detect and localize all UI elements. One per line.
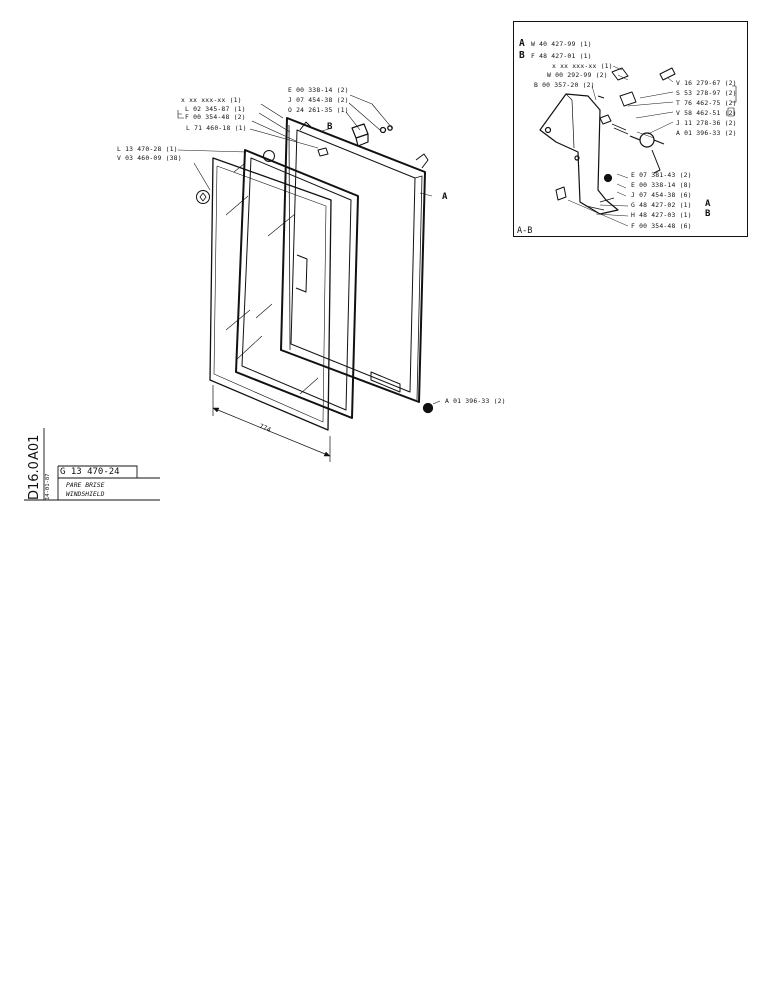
inset-b-part: F 48 427-01 (1) (531, 52, 592, 60)
hinge-part (351, 123, 369, 147)
inset-label-t76: T 76 462-75 (2) (676, 99, 737, 107)
inset-b-letter: B (519, 50, 525, 61)
frame-grip (370, 371, 401, 393)
inset-detail-box (513, 21, 748, 237)
inset-a-letter: A (519, 38, 525, 49)
drawing-code: G 13 470-24 (60, 467, 120, 477)
label-part-generic: x xx xxx-xx (1) (181, 96, 242, 104)
inset-label-v58: V 58 462-51 (2) (676, 109, 737, 117)
inset-ref-b: B (705, 209, 711, 219)
detail-marker-icon (196, 190, 210, 204)
label-part-a01: A 01 396-33 (2) (445, 397, 506, 405)
inset-label-j11: J 11 278-36 (2) (676, 119, 737, 127)
glass-pane (209, 157, 332, 431)
label-part-f00: F 00 354-48 (2) (185, 113, 246, 121)
inset-title: A-B (517, 226, 533, 236)
inset-label-b00: B 00 357-20 (2) (534, 81, 595, 89)
inset-label-s53: S 53 278-97 (2) (676, 89, 737, 97)
label-part-j07: J 07 454-38 (2) (288, 96, 349, 104)
label-part-l13: L 13 470-28 (1) (117, 145, 178, 153)
title-french: PARE BRISE (66, 481, 105, 489)
label-part-l02: L 02 345-87 (1) (185, 105, 246, 113)
inset-label-generic: x xx xxx-xx (1) (552, 62, 613, 70)
inset-label-h48: H 48 427-03 (1) (631, 211, 692, 219)
inset-label-v16: V 16 279-67 (2) (676, 79, 737, 87)
window-frame (280, 117, 426, 403)
ref-b: B (327, 122, 333, 132)
drawing-date: 14-01-87 (45, 473, 51, 501)
glass-handle (295, 254, 308, 293)
inset-label-w00: W 00 292-99 (2) (547, 71, 608, 79)
label-part-o24: O 24 261-35 (1) (288, 106, 349, 114)
seal-frame (235, 149, 359, 419)
inset-label-j07: J 07 454-38 (6) (631, 191, 692, 199)
inset-ref-a: A (705, 199, 711, 209)
label-part-e00: E 00 338-14 (2) (288, 86, 349, 94)
inset-label-e00: E 00 338-14 (8) (631, 181, 692, 189)
title-english: WINDSHIELD (66, 490, 105, 498)
inset-label-a01: A 01 396-33 (2) (676, 129, 737, 137)
inset-label-e07: E 07 381-43 (2) (631, 171, 692, 179)
section-number: A01 (27, 434, 42, 460)
inset-label-f00: F 00 354-48 (6) (631, 222, 692, 230)
inset-a-part: W 40 427-99 (1) (531, 40, 592, 48)
page-number: D16.0 (27, 461, 42, 500)
label-part-v03: V 03 460-09 (38) (117, 154, 182, 162)
label-part-l71: L 71 460-18 (1) (186, 124, 247, 132)
inset-label-g48: G 48 427-02 (1) (631, 201, 692, 209)
ref-a: A (442, 192, 448, 202)
